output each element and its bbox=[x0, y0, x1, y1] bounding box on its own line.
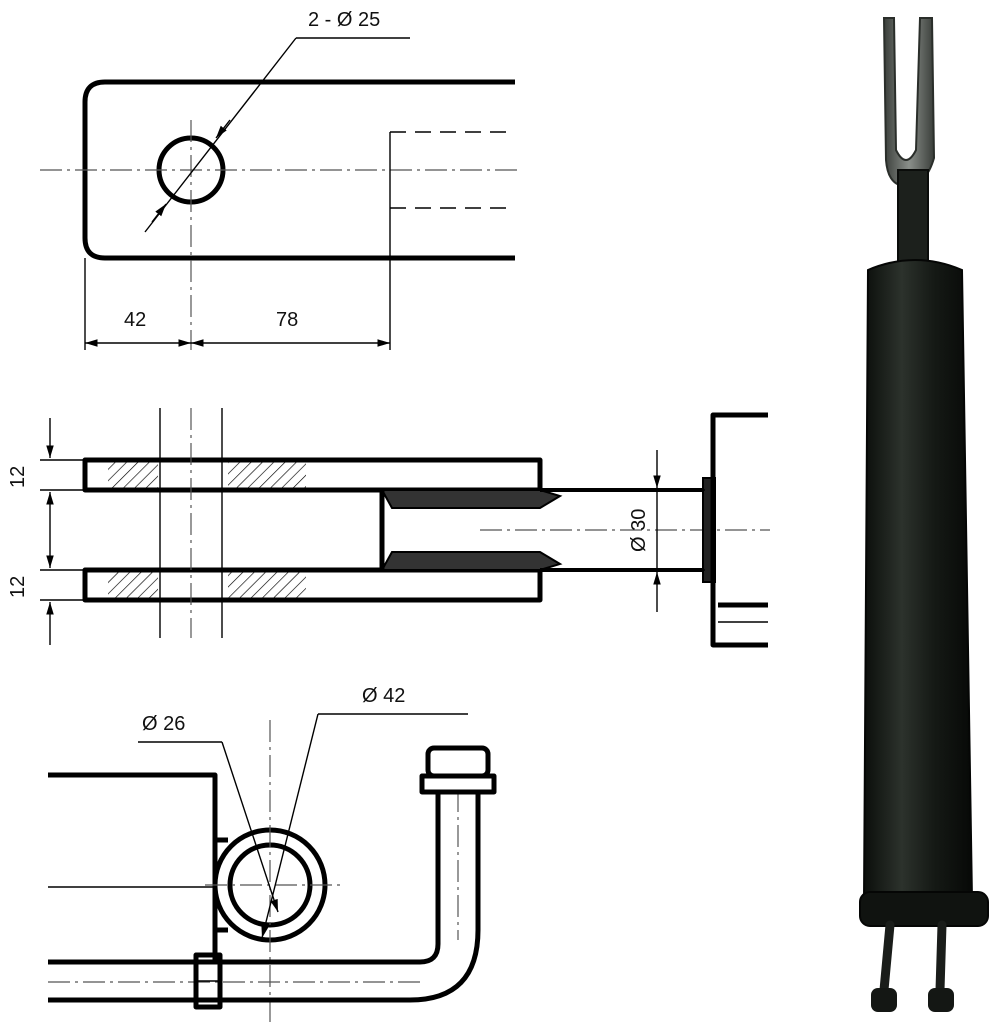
dim-42: 42 bbox=[124, 309, 146, 331]
cylinder-photo bbox=[859, 17, 989, 1012]
dim-78: 78 bbox=[276, 309, 298, 331]
pipe-fitting-cap bbox=[425, 745, 491, 779]
fork-yoke bbox=[882, 17, 936, 188]
foot-left-stem bbox=[879, 920, 895, 995]
pipe-outer-lower bbox=[48, 792, 481, 1003]
diameter-leader bbox=[144, 37, 297, 233]
pipe-fitting-nut bbox=[419, 773, 497, 795]
weld-upper bbox=[380, 489, 563, 509]
dia42-leader bbox=[261, 713, 319, 939]
dim-dia-26: Ø 26 bbox=[142, 713, 185, 735]
foot-right bbox=[928, 988, 954, 1012]
cylinder-tube bbox=[862, 259, 974, 901]
leader-arrow-upper bbox=[215, 119, 231, 139]
dim-dia-42: Ø 42 bbox=[362, 685, 405, 707]
dim-12-upper: 12 bbox=[7, 466, 29, 488]
top-view: 2 - Ø 25 42 78 bbox=[40, 9, 520, 350]
hatch-upper-right bbox=[228, 462, 306, 488]
hatch-lower-left bbox=[108, 572, 158, 598]
hole-callout: 2 - Ø 25 bbox=[308, 9, 380, 31]
hatch-lower-right bbox=[228, 572, 306, 598]
lower-plate bbox=[82, 567, 543, 603]
cylinder-base bbox=[859, 891, 989, 927]
dia26-leader bbox=[221, 741, 279, 913]
cylinder-cap bbox=[710, 412, 768, 648]
pivot-mount bbox=[215, 837, 228, 933]
foot-left bbox=[871, 988, 897, 1012]
leader-arrow-lower bbox=[151, 203, 167, 223]
dim-12-lower: 12 bbox=[7, 576, 29, 598]
pipe-outer-upper bbox=[48, 792, 441, 965]
dim-dia-30: Ø 30 bbox=[628, 509, 650, 552]
bottom-view: Ø 26 Ø 42 bbox=[48, 685, 497, 1024]
weld-lower bbox=[380, 551, 563, 571]
upper-plate bbox=[82, 457, 543, 493]
hatch-upper-left bbox=[108, 462, 158, 488]
foot-right-stem bbox=[935, 920, 947, 995]
frame-beam bbox=[48, 772, 218, 960]
side-view: Ø 30 12 12 bbox=[7, 408, 770, 648]
